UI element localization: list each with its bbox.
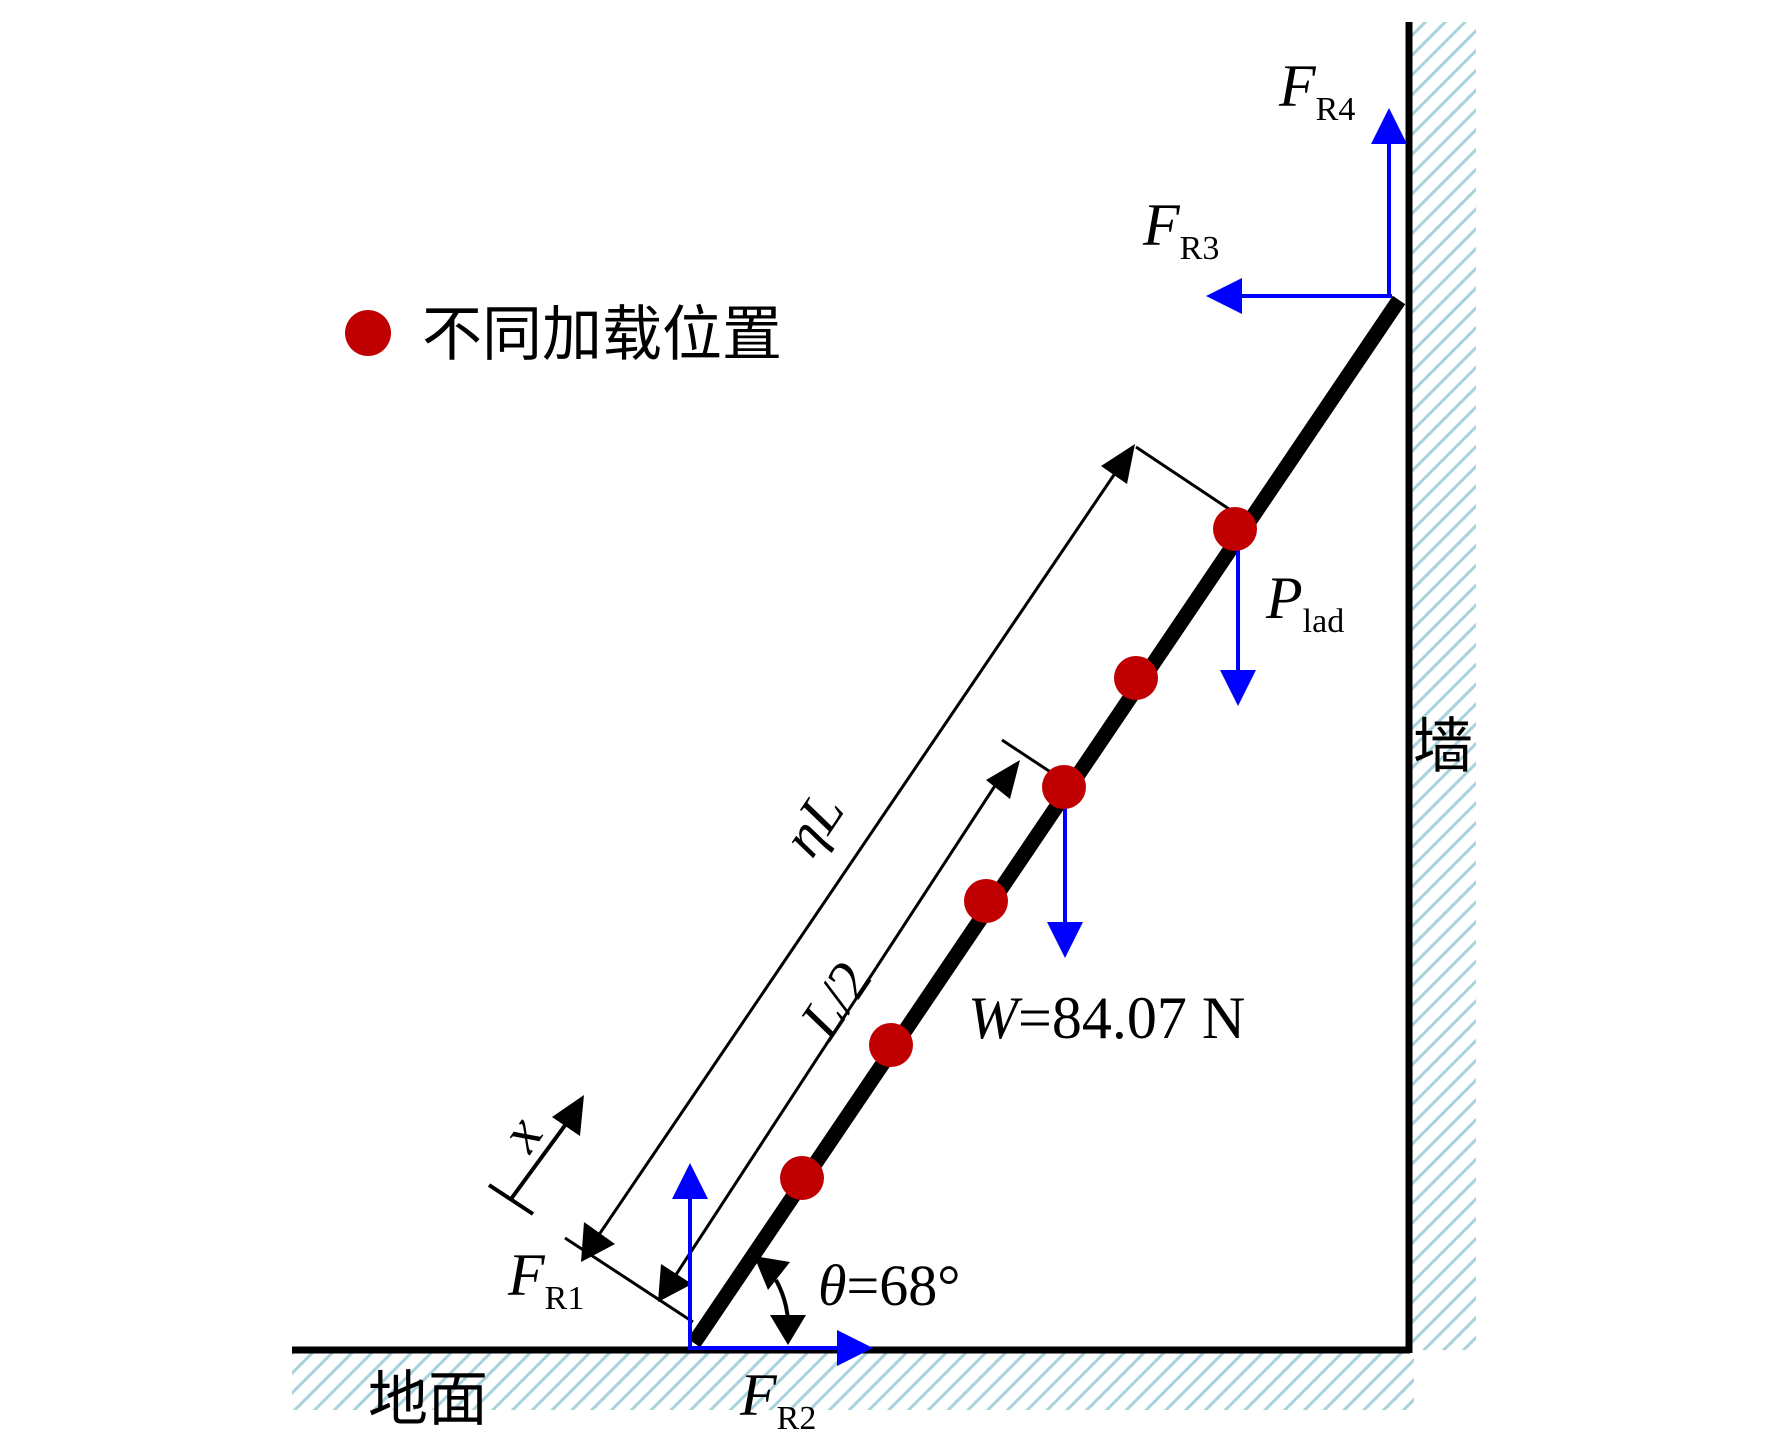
force-Plad-label: Plad (1265, 565, 1344, 640)
force-FR2-label: FR2 (739, 1362, 816, 1437)
x-axis-arrowhead (552, 1095, 584, 1136)
legend-label: 不同加载位置 (422, 300, 782, 370)
angle-arc (754, 1256, 806, 1345)
half-L-extension-top (1001, 738, 1056, 777)
eta-L-extension-top (1135, 445, 1236, 515)
half-L-label: L/2 (786, 949, 884, 1050)
force-arrows (672, 108, 1407, 1366)
angle-arrowhead-upper (754, 1256, 790, 1290)
weight-label: W=84.07 N (968, 985, 1245, 1051)
x-label: x (486, 1104, 555, 1163)
force-FR1-arrowhead (672, 1163, 708, 1199)
half-L-arrowhead-top (986, 760, 1020, 799)
force-W-arrowhead (1047, 922, 1083, 958)
eta-L-label: ηL (769, 780, 857, 867)
eta-L-dimension (564, 444, 1236, 1324)
x-axis-indicator (487, 1095, 584, 1216)
half-L-dimension-line (664, 774, 1004, 1291)
loading-points (780, 507, 1257, 1200)
x-axis-tick (487, 1183, 535, 1216)
wall-label: 墙 (1413, 712, 1473, 782)
loading-point (869, 1023, 913, 1067)
wall-hatch (1412, 22, 1476, 1350)
half-L-arrowhead-bottom (658, 1264, 692, 1302)
loading-point (1042, 765, 1086, 809)
x-axis-line (509, 1122, 568, 1201)
loading-point (964, 879, 1008, 923)
force-FR3-arrowhead (1206, 278, 1242, 314)
force-FR4-label: FR4 (1278, 53, 1355, 128)
angle-arrowhead-lower (770, 1315, 806, 1345)
angle-label: θ=68° (818, 1253, 960, 1318)
half-L-dimension (658, 738, 1056, 1302)
ground-label: 地面 (368, 1365, 488, 1435)
loading-point (1114, 656, 1158, 700)
force-FR4-arrowhead (1371, 108, 1407, 144)
force-Plad-arrowhead (1220, 670, 1256, 706)
force-FR2-arrowhead (837, 1330, 873, 1366)
loading-point (1213, 507, 1257, 551)
force-FR1-label: FR1 (507, 1242, 584, 1317)
loading-point (780, 1156, 824, 1200)
ground-hatch (292, 1350, 1414, 1410)
eta-L-dimension-line (588, 465, 1122, 1249)
eta-L-arrowhead-bottom (581, 1222, 615, 1262)
eta-L-arrowhead-top (1101, 444, 1135, 484)
legend-marker (345, 310, 391, 356)
force-FR3-label: FR3 (1142, 192, 1219, 267)
